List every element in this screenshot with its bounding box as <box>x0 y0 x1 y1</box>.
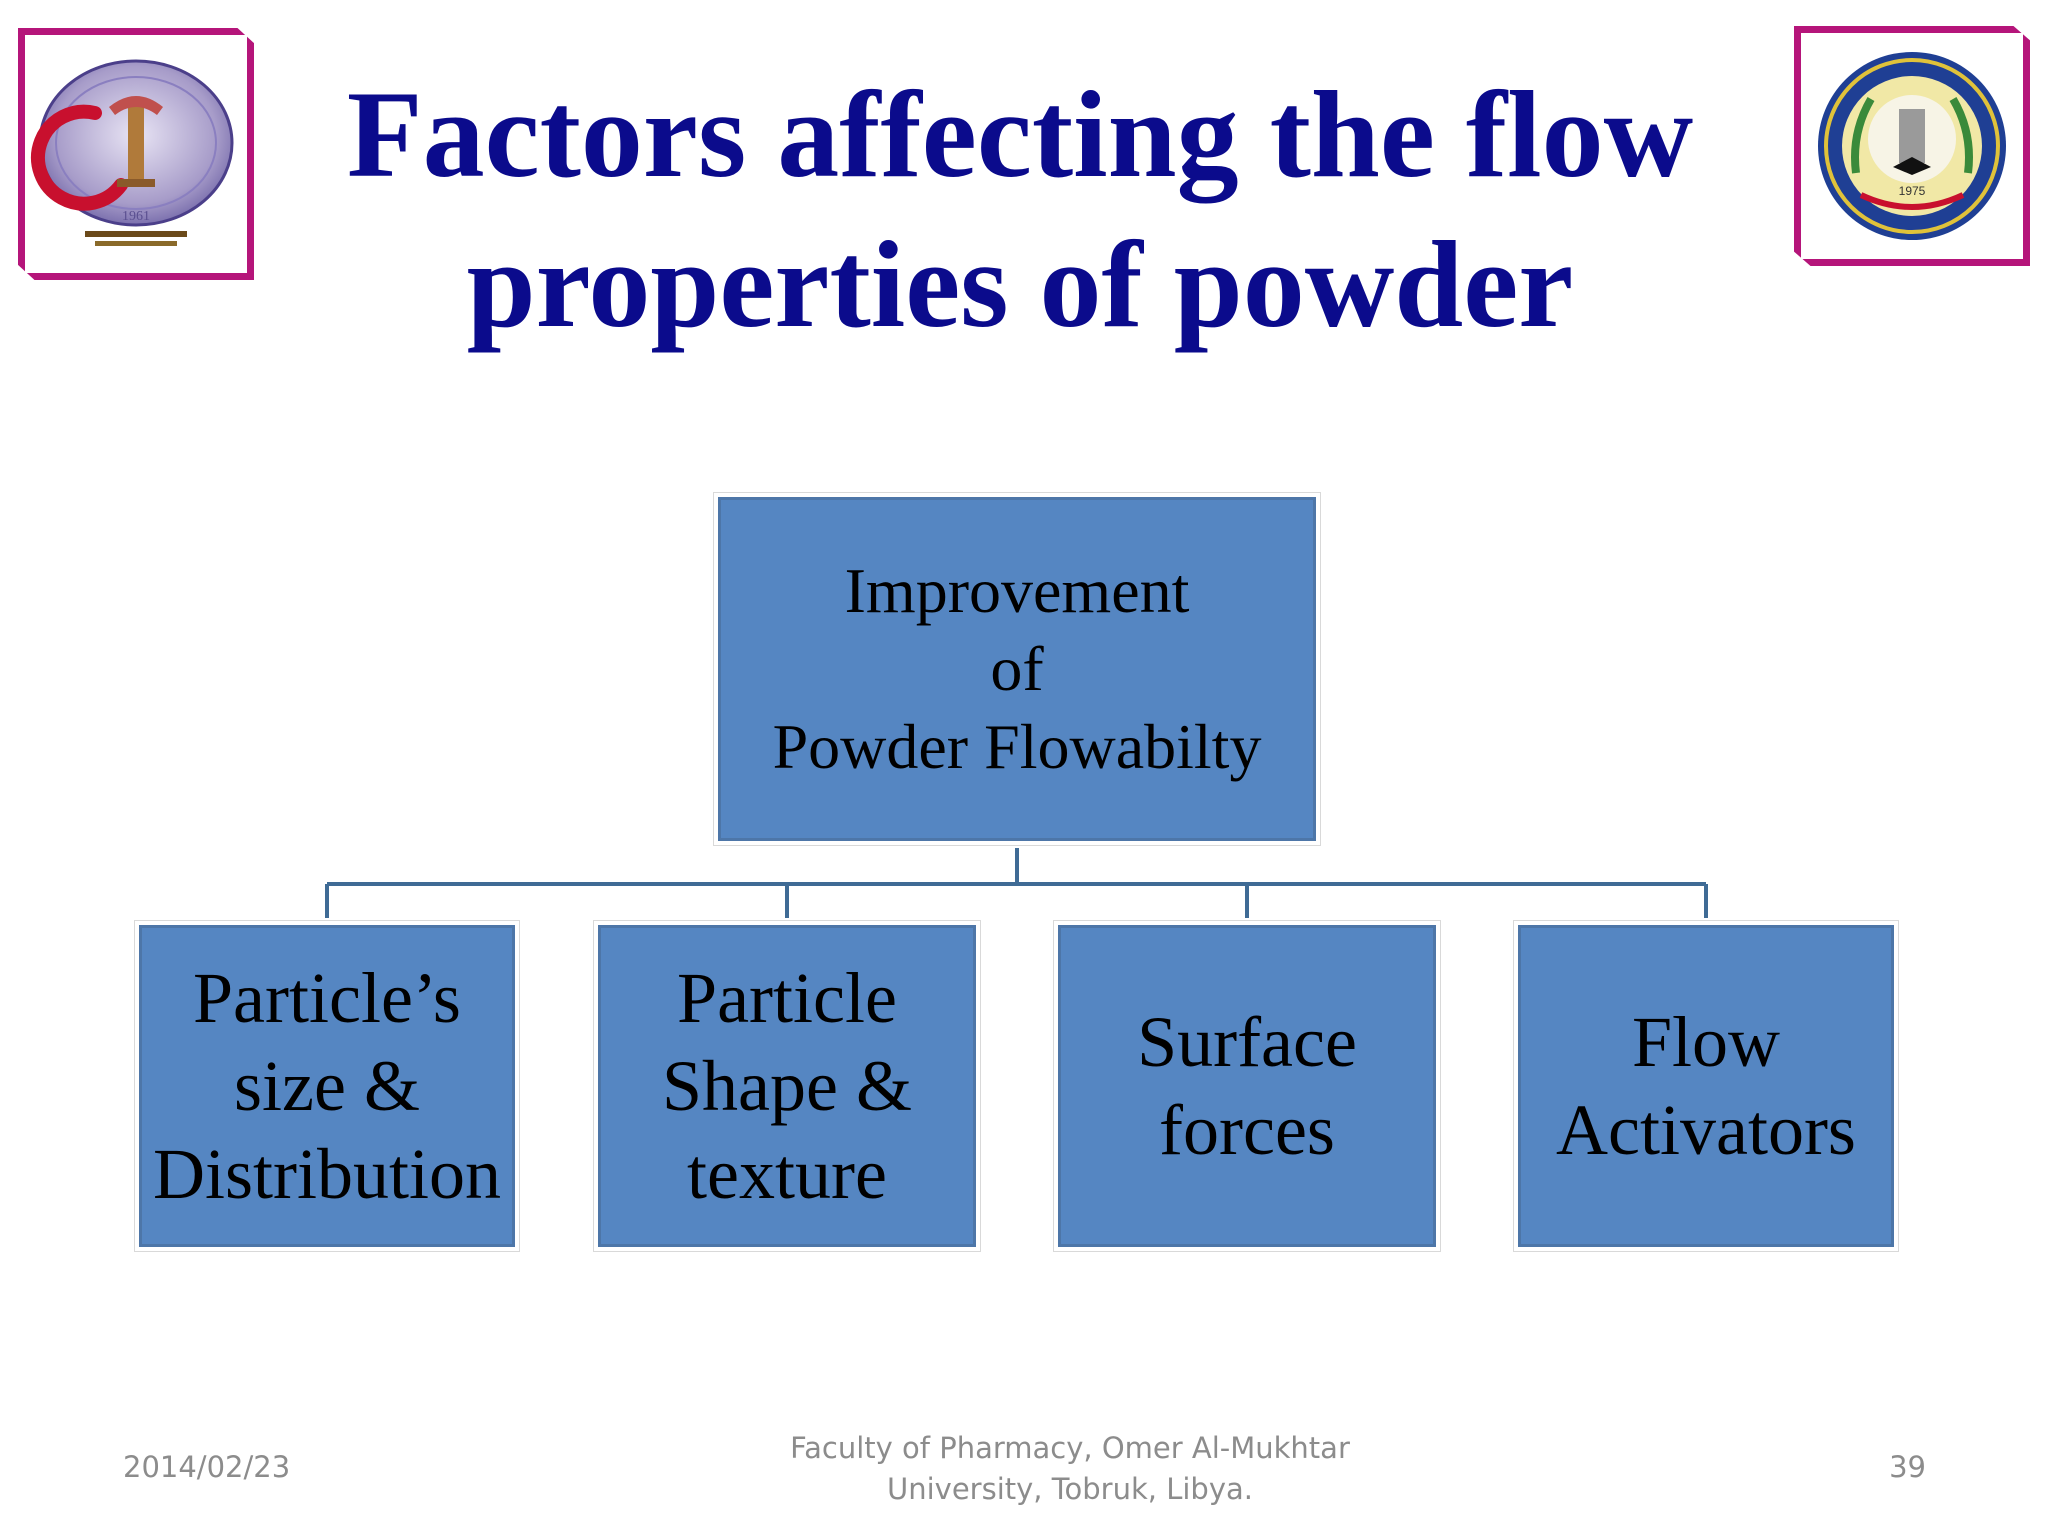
child-node-label: Particle’s size & Distribution <box>152 958 501 1214</box>
child-node-particle-shape: Particle Shape & texture <box>594 921 980 1251</box>
footer-organization-line-1: Faculty of Pharmacy, Omer Al-Mukhtar <box>790 1431 1350 1465</box>
svg-text:1961: 1961 <box>122 209 150 224</box>
university-seal-icon: 1975 <box>1818 52 2006 240</box>
university-logo: 1975 <box>1794 26 2030 266</box>
slide-title-line-1: Factors affecting the flow <box>346 66 1694 203</box>
footer-organization: Faculty of Pharmacy, Omer Al-Mukhtar Uni… <box>730 1428 1410 1510</box>
child-node-label: Surface forces <box>1137 1002 1357 1170</box>
slide-title: Factors affecting the flow properties of… <box>260 60 1780 360</box>
child-node-label: Flow Activators <box>1556 1002 1856 1170</box>
faculty-emblem-icon: 1961 <box>31 59 234 246</box>
footer-organization-line-2: University, Tobruk, Libya. <box>887 1472 1253 1506</box>
faculty-logo: 1961 <box>18 28 254 280</box>
root-node-label: Improvement of Powder Flowabilty <box>772 555 1262 782</box>
child-node-particle-size: Particle’s size & Distribution <box>135 921 519 1251</box>
footer-date: 2014/02/23 <box>123 1450 291 1484</box>
slide-title-line-2: properties of powder <box>466 216 1574 353</box>
page-number: 39 <box>1889 1450 1926 1484</box>
child-node-surface-forces: Surface forces <box>1054 921 1440 1251</box>
svg-text:1975: 1975 <box>1899 184 1926 198</box>
child-node-label: Particle Shape & texture <box>662 958 912 1214</box>
child-node-flow-activators: Flow Activators <box>1514 921 1898 1251</box>
root-node: Improvement of Powder Flowabilty <box>714 493 1320 845</box>
